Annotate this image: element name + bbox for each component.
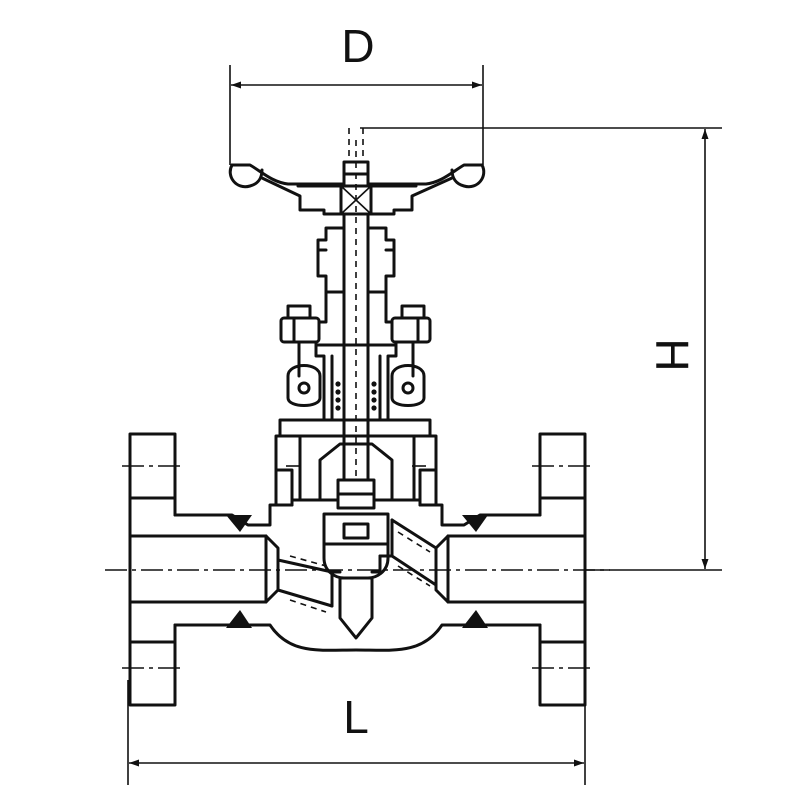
gland-bolt-right-eye [390,364,426,407]
d-label: D [341,20,374,72]
bonnet-cavity [318,442,394,502]
left-bore [128,534,268,604]
dimension-d: D [229,20,484,165]
weld-top-left [226,515,252,532]
handwheel-left-grip [228,163,264,189]
weld-top-right [462,515,488,532]
gland-bolt-left-cap [286,304,312,320]
weld-bottom-left [226,610,252,628]
disc-nut [342,522,370,540]
gland-bolt-left [279,304,322,407]
right-flange-bottom [538,640,587,707]
body-top-outline [173,503,542,527]
gland-bolt-right-cap [400,304,426,320]
right-flange-top [538,432,587,500]
right-bore [446,534,587,604]
l-label: L [343,691,369,743]
gland-bolt-right [390,304,432,407]
gland-bolt-right-nut [390,316,432,344]
stem [342,128,370,520]
left-flange-top [128,432,177,500]
inlet-passage [276,558,334,608]
handwheel-right-grip [450,163,486,189]
disc-assembly [322,478,390,640]
yoke-nut [316,226,396,294]
h-label: H [646,338,698,371]
weld-bottom-right [462,610,488,628]
packing-rings [335,381,377,411]
gland-bolt-left-eye [286,364,322,407]
dimension-l: L [127,680,586,785]
outlet-seat-wall [378,518,394,558]
body-bottom-outline [173,623,542,652]
gland-bolt-right-pin [401,381,415,395]
disc-plug [338,576,374,640]
bonnet [274,418,438,507]
gland-bolt-left-pin [297,381,311,395]
right-port-step [434,534,450,604]
dimension-h: H [360,127,722,571]
valve-body [122,432,594,707]
gland-bolt-left-nut [279,316,321,344]
left-port-step [264,534,280,604]
left-flange-bottom [128,640,177,707]
seat-ring [330,554,382,574]
